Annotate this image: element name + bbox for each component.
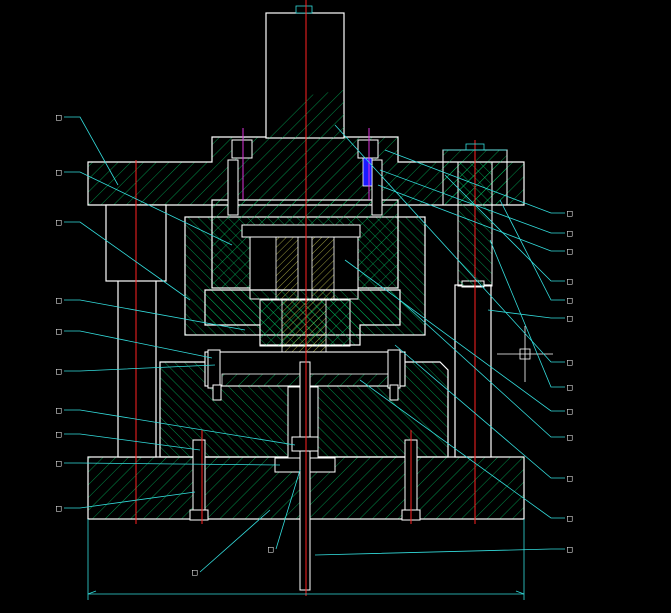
callout-left-6: □	[56, 367, 62, 377]
crosshair-cursor-icon	[497, 326, 553, 382]
top-width-dimension	[443, 143, 507, 151]
leader-right-12	[314, 548, 565, 556]
leader-bottom-1	[275, 469, 301, 550]
callout-left-3: □	[56, 218, 62, 228]
leader-left-6	[64, 364, 216, 372]
callout-left-4: □	[56, 296, 62, 306]
overall-width-dimension	[87, 519, 525, 600]
leader-left-2	[64, 171, 233, 246]
callout-bottom-1: □	[268, 545, 274, 555]
leader-lines	[64, 116, 565, 573]
callout-left-7: □	[56, 406, 62, 416]
callout-right-6: □	[567, 358, 573, 368]
leader-left-5	[64, 330, 213, 359]
right-guide-pillar	[454, 280, 492, 458]
upper-right-screw	[357, 128, 383, 216]
leader-right-9	[399, 299, 565, 438]
leader-left-10	[64, 491, 196, 509]
ejector-pin	[291, 361, 319, 591]
leader-left-9	[64, 462, 281, 466]
leader-right-7	[489, 239, 565, 388]
upper-left-screw	[227, 128, 253, 216]
callout-right-13: □	[567, 296, 573, 306]
leader-right-5	[487, 309, 565, 319]
leader-right-2	[379, 169, 565, 234]
callout-left-1: □	[56, 113, 62, 123]
die-shank	[265, 5, 345, 139]
callout-left-10: □	[56, 504, 62, 514]
leader-right-1	[384, 149, 565, 214]
callout-right-9: □	[567, 433, 573, 443]
lower-left-screw	[189, 439, 209, 521]
leader-right-10	[394, 344, 565, 479]
callout-right-12: □	[567, 545, 573, 555]
leader-left-8	[64, 433, 201, 451]
callout-right-4: □	[567, 277, 573, 287]
leader-left-3	[64, 221, 191, 301]
leader-right-11	[359, 379, 565, 519]
callout-right-3: □	[567, 247, 573, 257]
leader-right-13	[499, 199, 565, 301]
callout-left-5: □	[56, 327, 62, 337]
punch-holder	[184, 199, 426, 336]
callout-bottom-2: □	[192, 568, 198, 578]
leader-left-7	[64, 409, 296, 446]
callout-right-8: □	[567, 407, 573, 417]
callout-right-5: □	[567, 314, 573, 324]
leader-right-8	[344, 259, 565, 412]
callout-left-2: □	[56, 168, 62, 178]
callout-right-2: □	[567, 229, 573, 239]
leader-left-4	[64, 299, 246, 331]
leader-right-4	[444, 174, 565, 282]
leader-bottom-2	[199, 509, 271, 573]
mid-right-screw	[387, 349, 401, 401]
callout-right-10: □	[567, 474, 573, 484]
callout-left-8: □	[56, 430, 62, 440]
callout-right-1: □	[567, 209, 573, 219]
leader-right-6	[334, 124, 565, 363]
callout-left-9: □	[56, 459, 62, 469]
callout-right-11: □	[567, 514, 573, 524]
mid-left-screw	[207, 349, 222, 401]
callout-right-7: □	[567, 383, 573, 393]
leader-left-1	[64, 116, 119, 186]
leader-right-3	[377, 184, 565, 252]
callout-labels: □ □ □ □ □ □ □ □ □ □ □ □ □ □ □ □ □ □ □ □ □ □ □ □ □	[56, 113, 573, 578]
